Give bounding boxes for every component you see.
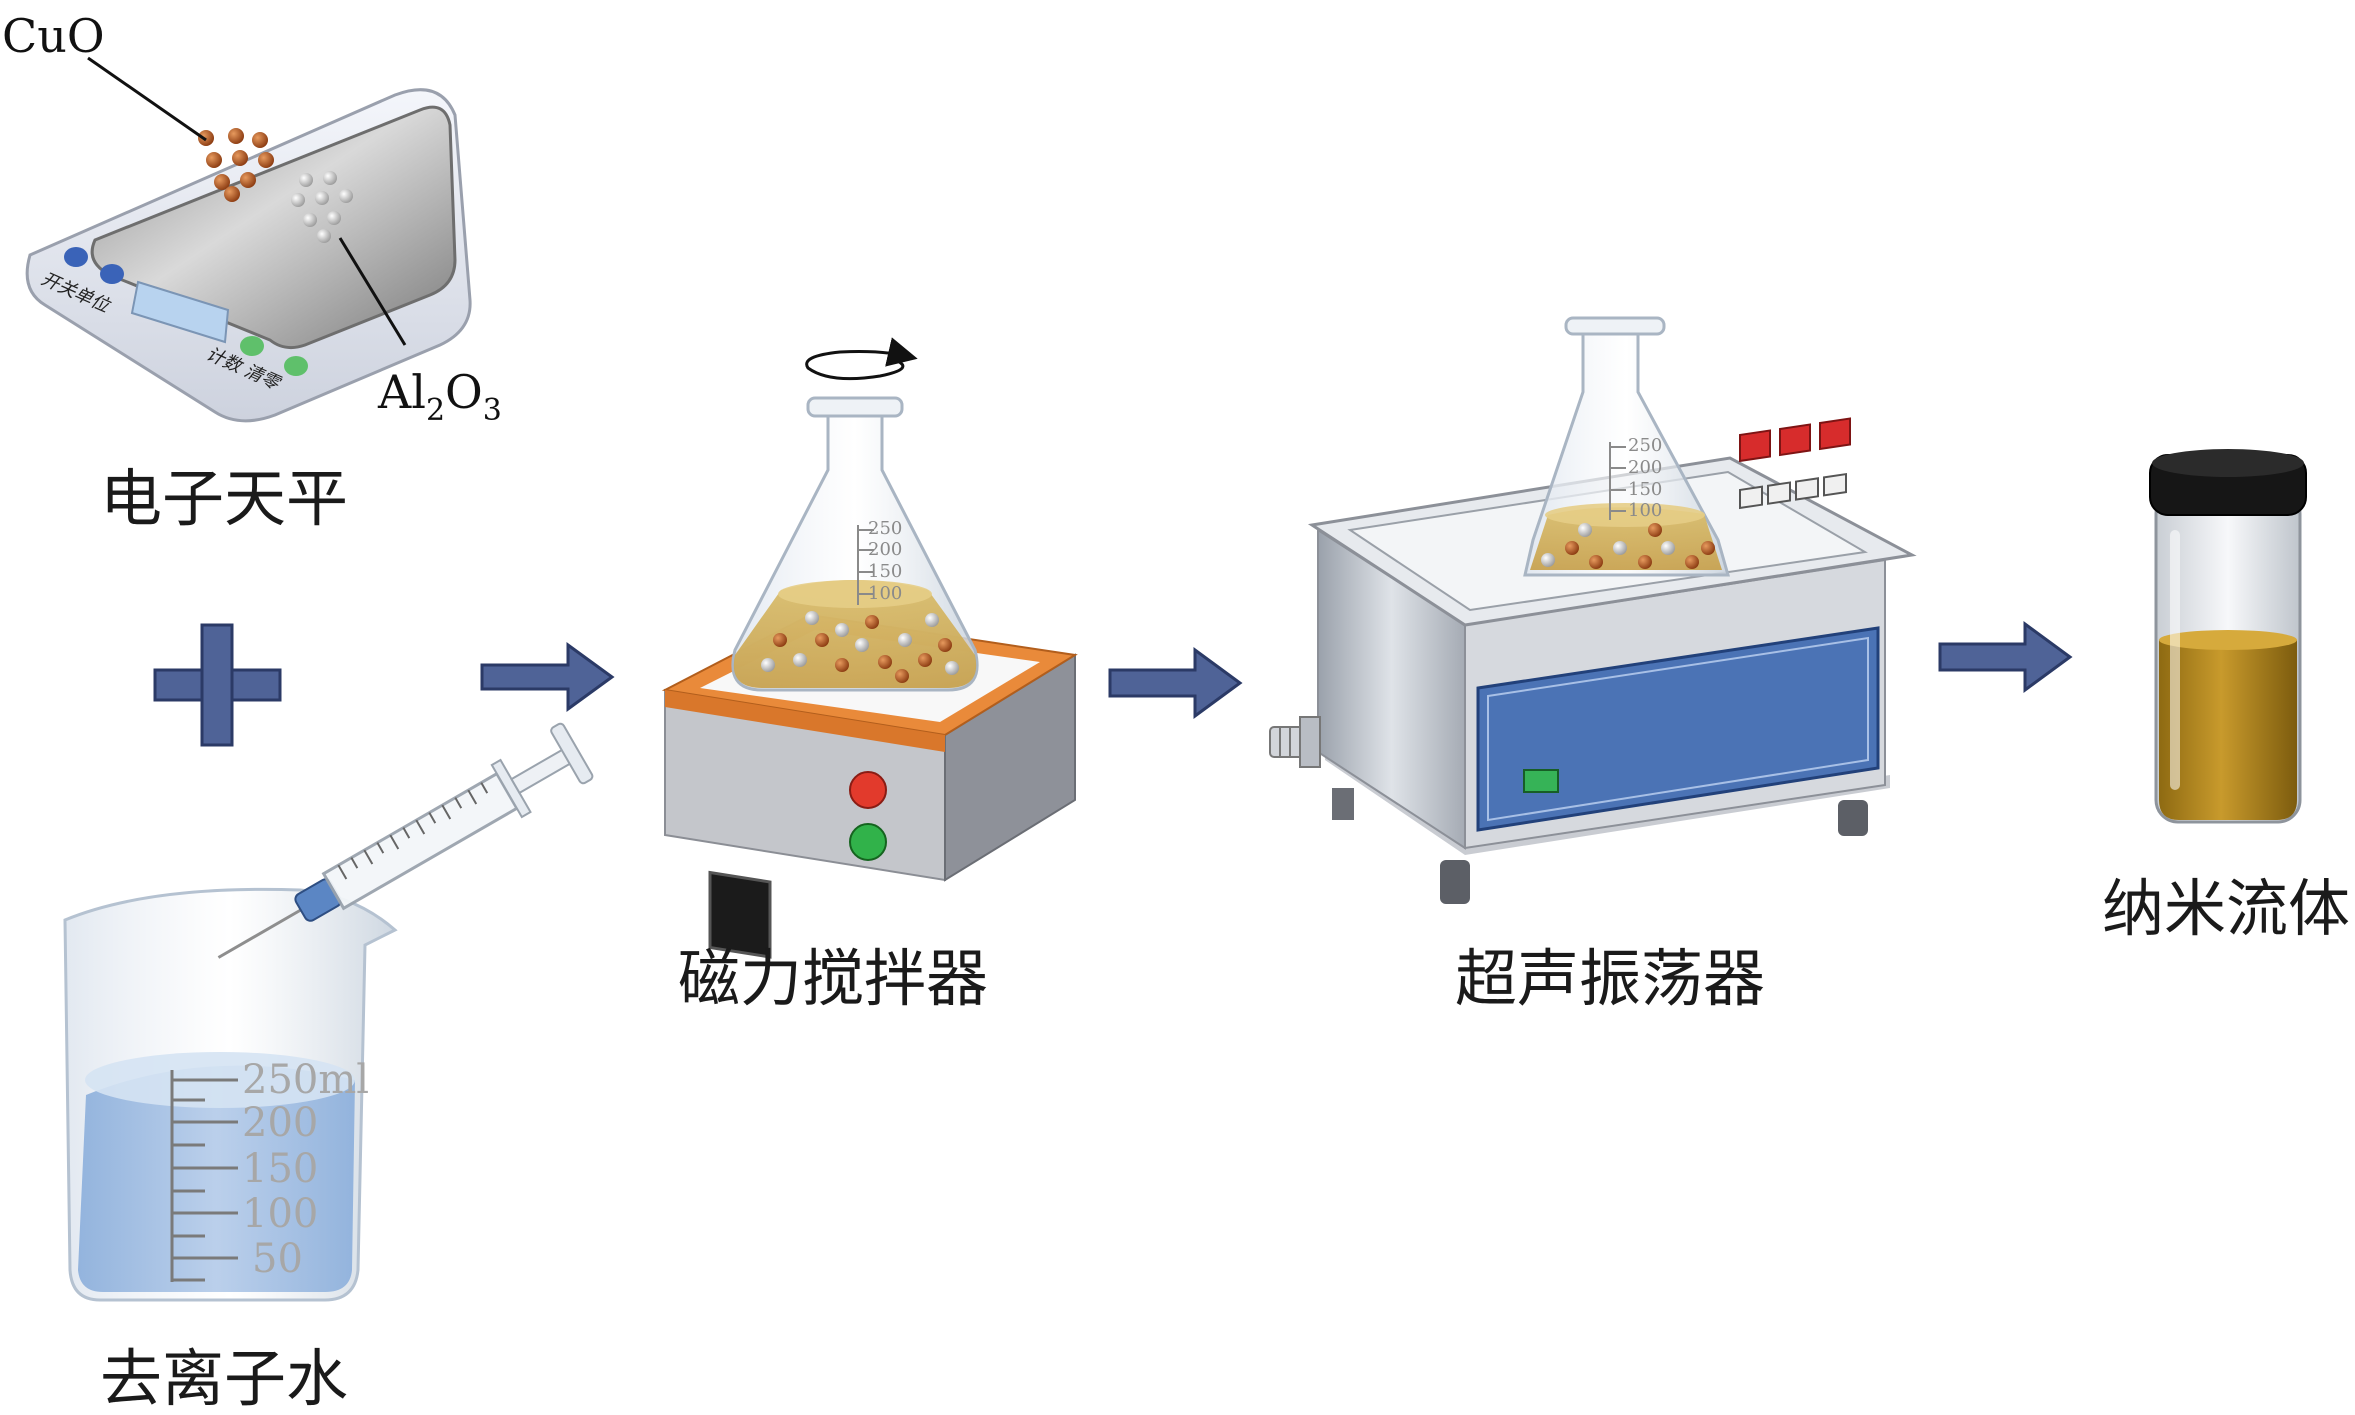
beaker-tick-150: 150: [242, 1146, 318, 1192]
bath-power-indicator: [1524, 770, 1558, 792]
flask-ultrasonic-tick-200: 200: [1628, 457, 1662, 478]
bath-display-digit-2: [1780, 424, 1810, 454]
stirrer-green-button: [850, 824, 886, 860]
balance-label: 电子天平: [100, 462, 348, 535]
cuo-label: CuO: [2, 9, 105, 63]
bath-key-2: [1768, 482, 1790, 503]
water-label: 去离子水: [100, 1342, 348, 1415]
electronic-balance: 开关单位 计数 清零 CuO Al2O3: [2, 9, 502, 428]
cuo-leader-line: [88, 58, 206, 140]
flask-ultrasonic-tick-150: 150: [1628, 479, 1662, 500]
balance-button-1: [64, 247, 88, 267]
balance-button-3: [240, 336, 264, 356]
bath-display-digit-3: [1820, 419, 1850, 449]
bath-foot: [1838, 800, 1868, 836]
beaker-tick-200: 200: [242, 1100, 318, 1146]
bath-foot: [1332, 788, 1354, 820]
ultrasonic-label: 超声振荡器: [1455, 942, 1765, 1015]
beaker-tick-250: 250ml: [242, 1057, 369, 1103]
flask-stirrer-tick-250: 250: [868, 518, 902, 539]
bath-key-4: [1824, 474, 1846, 495]
stirrer-label: 磁力搅拌器: [678, 942, 988, 1015]
beaker-tick-50: 50: [252, 1236, 303, 1282]
nanofluid-label: 纳米流体: [2102, 872, 2350, 945]
beaker-tick-100: 100: [242, 1191, 318, 1237]
balance-button-2: [100, 264, 124, 284]
flask-stirrer-tick-200: 200: [868, 539, 902, 560]
arrow-icon-1: [482, 645, 612, 709]
nanofluid-vial: [2150, 449, 2306, 822]
bath-key-3: [1796, 478, 1818, 499]
al2o3-label: Al2O3: [377, 365, 502, 428]
plus-icon: [155, 625, 280, 745]
stirrer-red-button: [850, 772, 886, 808]
rotation-arrow-icon: [807, 352, 906, 379]
drain-valve-icon: [1270, 717, 1320, 767]
flask-stirrer-tick-100: 100: [868, 583, 902, 604]
bath-display-digit-1: [1740, 430, 1770, 460]
arrow-icon-2: [1110, 650, 1240, 716]
flask-ultrasonic-tick-100: 100: [1628, 500, 1662, 521]
flask-ultrasonic: 250 200 150 100: [1525, 318, 1728, 575]
bath-key-1: [1740, 487, 1762, 508]
flask-stirrer-tick-150: 150: [868, 561, 902, 582]
balance-button-4: [284, 356, 308, 376]
flask-stirrer: 250 200 150 100: [733, 398, 977, 690]
arrow-icon-3: [1940, 624, 2070, 690]
flask-ultrasonic-tick-250: 250: [1628, 435, 1662, 456]
bath-foot: [1440, 860, 1470, 904]
